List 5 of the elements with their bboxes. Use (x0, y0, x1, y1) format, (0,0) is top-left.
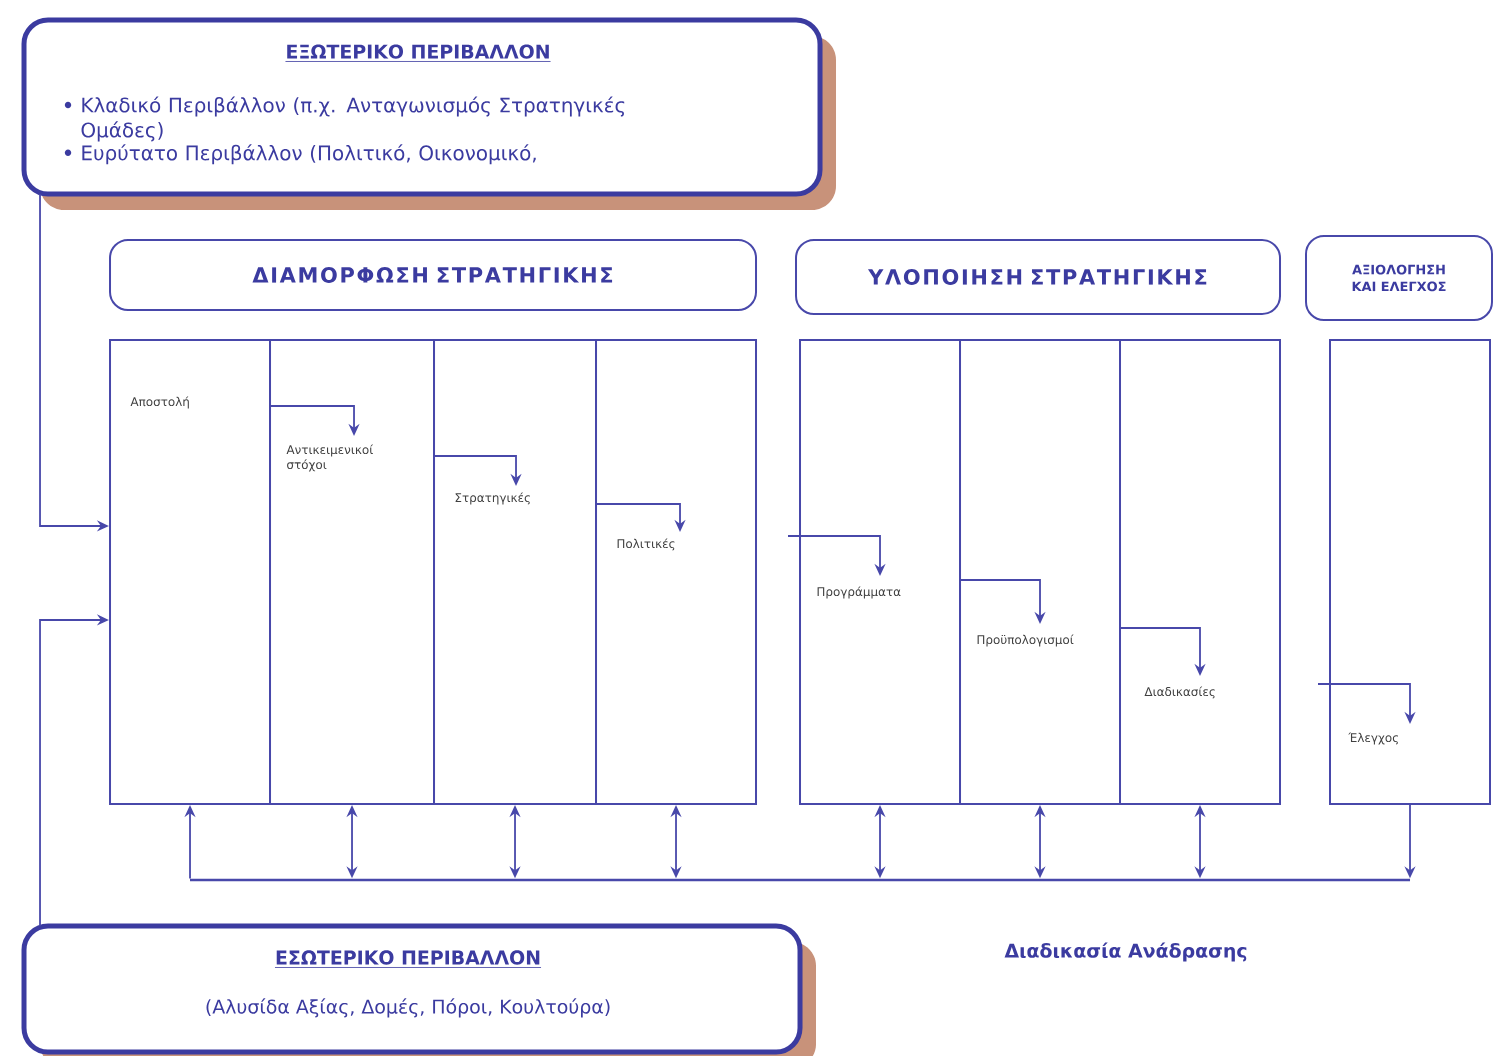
feedback-label: Διαδικασία Ανάδρασης (1004, 942, 1247, 962)
environment-box: ΕΣΩΤΕΡΙΚΟ ΠΕΡΙΒΑΛΛΟΝ (Αλυσίδα Αξίας, Δομές, Πόροι, Κουλτούρα) (21, 923, 816, 1056)
environment-box: ΕΞΩΤΕΡΙΚΟ ΠΕΡΙΒΑΛΛΟΝ Κλαδικό Περιβάλλον (π.χ. Ανταγωνισμός Στρατηγικές Ομάδες) Ευρύτατο Περιβάλλον (Πολιτικό, Οικονομικό, (21, 17, 836, 210)
heading-box: ΔΙΑΜΟΡΦΩΣΗ ΣΤΡΑΤΗΓΙΚΗΣ (109, 239, 757, 311)
heading-box: ΥΛΟΠΟΙΗΣΗ ΣΤΡΑΤΗΓΙΚΗΣ (795, 239, 1281, 315)
